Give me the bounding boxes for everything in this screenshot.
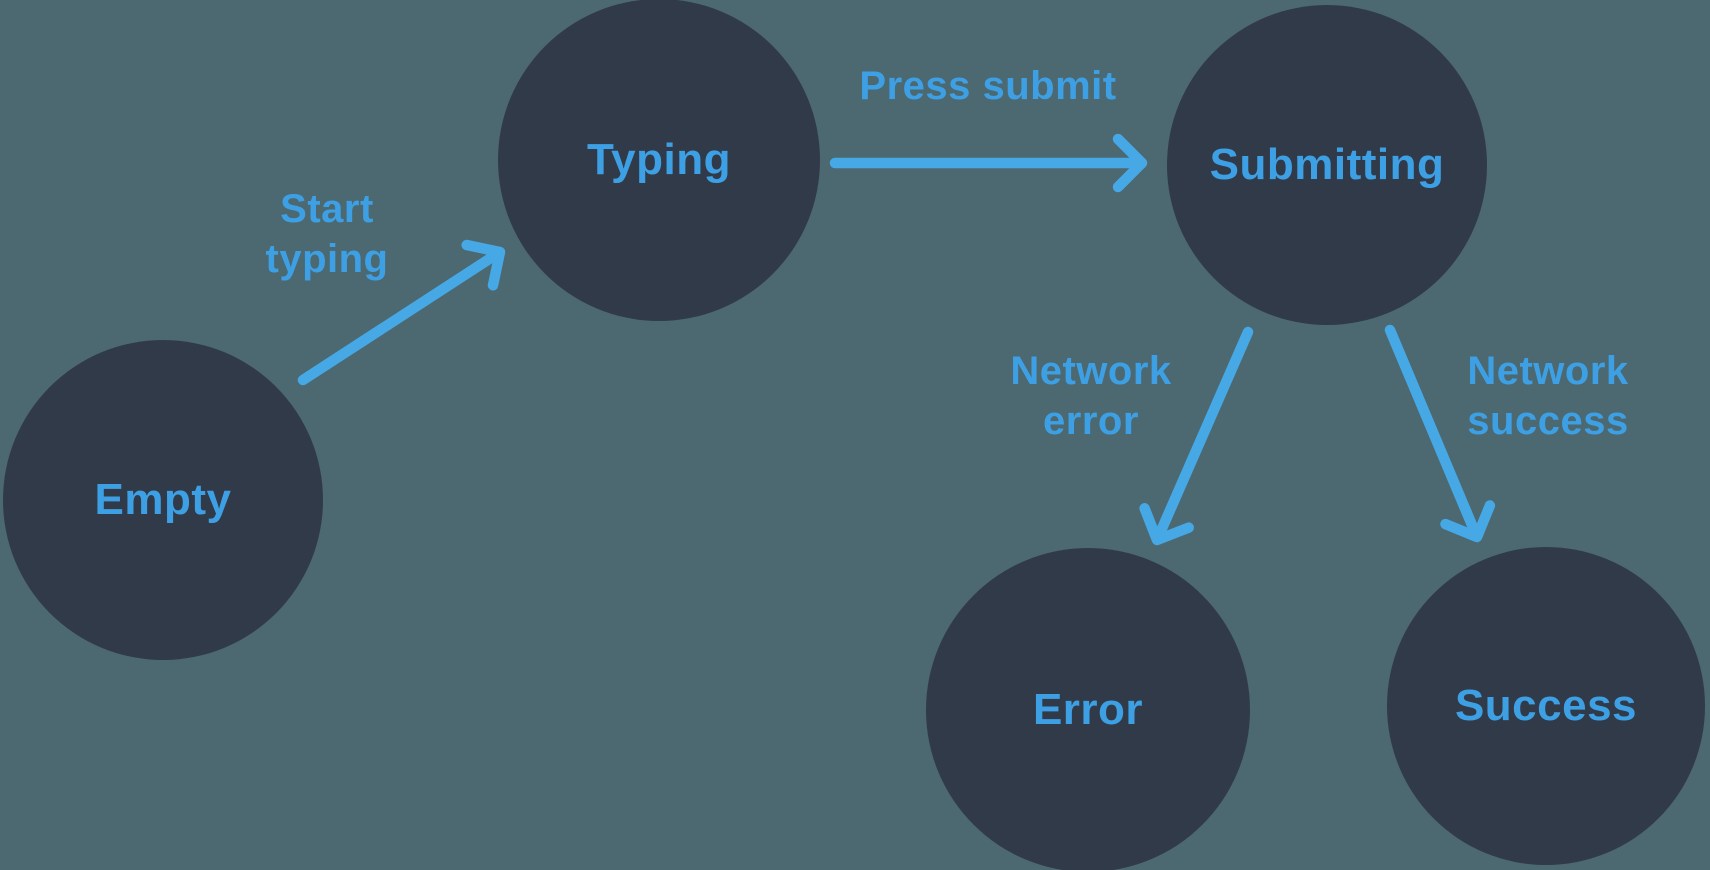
state-label-empty: Empty xyxy=(94,475,232,524)
edge-label-line: typing xyxy=(265,237,389,281)
edge-label-start-typing: Start typing xyxy=(266,184,389,284)
edge-label-line: Network xyxy=(1467,349,1629,393)
edge-label-network-success: Network success xyxy=(1467,346,1628,446)
edge-label-network-error: Network error xyxy=(1010,346,1171,446)
state-label-error: Error xyxy=(1032,685,1144,734)
edge-label-press-submit: Press submit xyxy=(859,61,1116,111)
edge-label-line: Press submit xyxy=(859,64,1117,108)
edge-label-line: Network xyxy=(1010,349,1172,393)
state-node-success: Success xyxy=(1387,547,1705,865)
state-node-empty: Empty xyxy=(3,340,323,660)
state-label-submitting: Submitting xyxy=(1209,140,1445,189)
arrow-head xyxy=(1112,133,1148,193)
state-label-typing: Typing xyxy=(587,135,731,184)
edge-label-line: success xyxy=(1467,399,1629,443)
state-node-submitting: Submitting xyxy=(1167,5,1487,325)
arrow-head xyxy=(1139,503,1194,546)
arrow-shaft xyxy=(1154,326,1254,538)
edge-label-line: error xyxy=(1043,399,1139,443)
arrow-head xyxy=(1440,500,1496,543)
arrow-head xyxy=(461,239,506,291)
edge-arrow-press-submit xyxy=(829,133,1148,193)
state-node-error: Error xyxy=(926,548,1250,870)
state-node-typing: Typing xyxy=(498,0,820,321)
arrow-shaft xyxy=(1384,324,1480,535)
state-label-success: Success xyxy=(1454,681,1638,730)
edge-label-line: Start xyxy=(280,187,374,231)
